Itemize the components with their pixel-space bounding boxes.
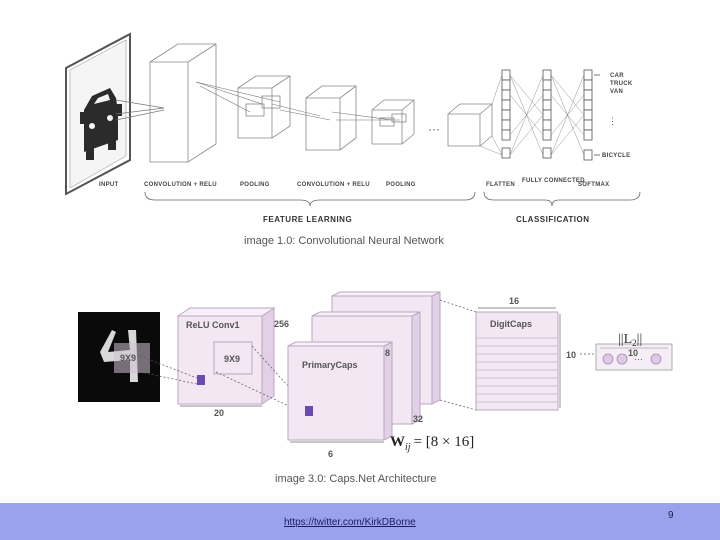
conv1-label: ReLU Conv1 <box>186 320 240 330</box>
cnn-caption: image 1.0: Convolutional Neural Network <box>244 235 444 247</box>
section-classification: CLASSIFICATION <box>516 215 590 224</box>
slide-footer: https://twitter.com/KirkDBorne 9 <box>0 503 720 540</box>
svg-text:⋮: ⋮ <box>608 116 617 126</box>
digit-caps-matrix <box>475 311 559 411</box>
primary-caps-count-label: 32 <box>413 414 423 424</box>
feature-learning-brace <box>144 191 476 207</box>
input-image <box>65 32 131 196</box>
conv1-depth-label: 256 <box>274 319 289 329</box>
weight-formula: Wij= [8 × 16] <box>390 434 474 453</box>
cnn-diagram: ··· ⋮ CAR <box>65 32 641 247</box>
car-icon <box>80 88 122 160</box>
input-kernel-label: 9X9 <box>120 353 136 363</box>
digit-caps-dim-label: 16 <box>509 296 519 306</box>
stage-label-flatten: FLATTEN <box>486 182 515 188</box>
stage-label-conv2: CONVOLUTION + RELU <box>297 182 370 188</box>
page-number: 9 <box>668 510 674 521</box>
svg-text:···: ··· <box>428 122 440 136</box>
conv1-volume <box>149 43 217 163</box>
class-label-bicycle: BICYCLE <box>602 153 630 159</box>
norm-label: ||L2|| <box>618 332 642 348</box>
pool2-volume <box>371 99 415 145</box>
primary-caps-size-label: 6 <box>328 449 333 459</box>
primary-caps-depth-label: 8 <box>385 348 390 358</box>
capsnet-diagram: 9X9 ReLU Conv1 256 9X9 20 PrimaryCaps 8 … <box>78 291 673 485</box>
input-digit-image <box>78 312 160 402</box>
pool1-volume <box>237 75 291 139</box>
stage-label-pool2: POOLING <box>386 182 416 188</box>
class-label-van: VAN <box>610 89 623 95</box>
classification-brace <box>483 191 641 207</box>
stage-label-softmax: SOFTMAX <box>578 182 609 188</box>
section-feature-learning: FEATURE LEARNING <box>263 215 352 224</box>
stage-label-fully-connected: FULLY CONNECTED <box>522 178 585 184</box>
svg-text:···: ··· <box>634 354 643 364</box>
digit-caps-label: DigitCaps <box>490 319 532 329</box>
primary-caps-label: PrimaryCaps <box>302 360 358 370</box>
relu-conv1-volume <box>176 307 276 405</box>
stage-label-pool1: POOLING <box>240 182 270 188</box>
primary-caps-volume <box>287 291 441 441</box>
digit-caps-count-label: 10 <box>566 350 576 360</box>
output-count-label: 10 <box>628 348 638 358</box>
stage-label-input: INPUT <box>99 182 119 188</box>
class-label-car: CAR <box>610 73 624 79</box>
conv1-size-label: 20 <box>214 408 224 418</box>
twitter-link[interactable]: https://twitter.com/KirkDBorne <box>284 517 416 528</box>
stage-label-conv1: CONVOLUTION + RELU <box>144 182 217 188</box>
class-label-truck: TRUCK <box>610 81 633 87</box>
output-capsules: ··· <box>595 343 673 371</box>
conv1-kernel-label: 9X9 <box>224 354 240 364</box>
conv2-volume <box>305 85 357 151</box>
capsnet-caption: image 3.0: Caps.Net Architecture <box>275 473 436 485</box>
